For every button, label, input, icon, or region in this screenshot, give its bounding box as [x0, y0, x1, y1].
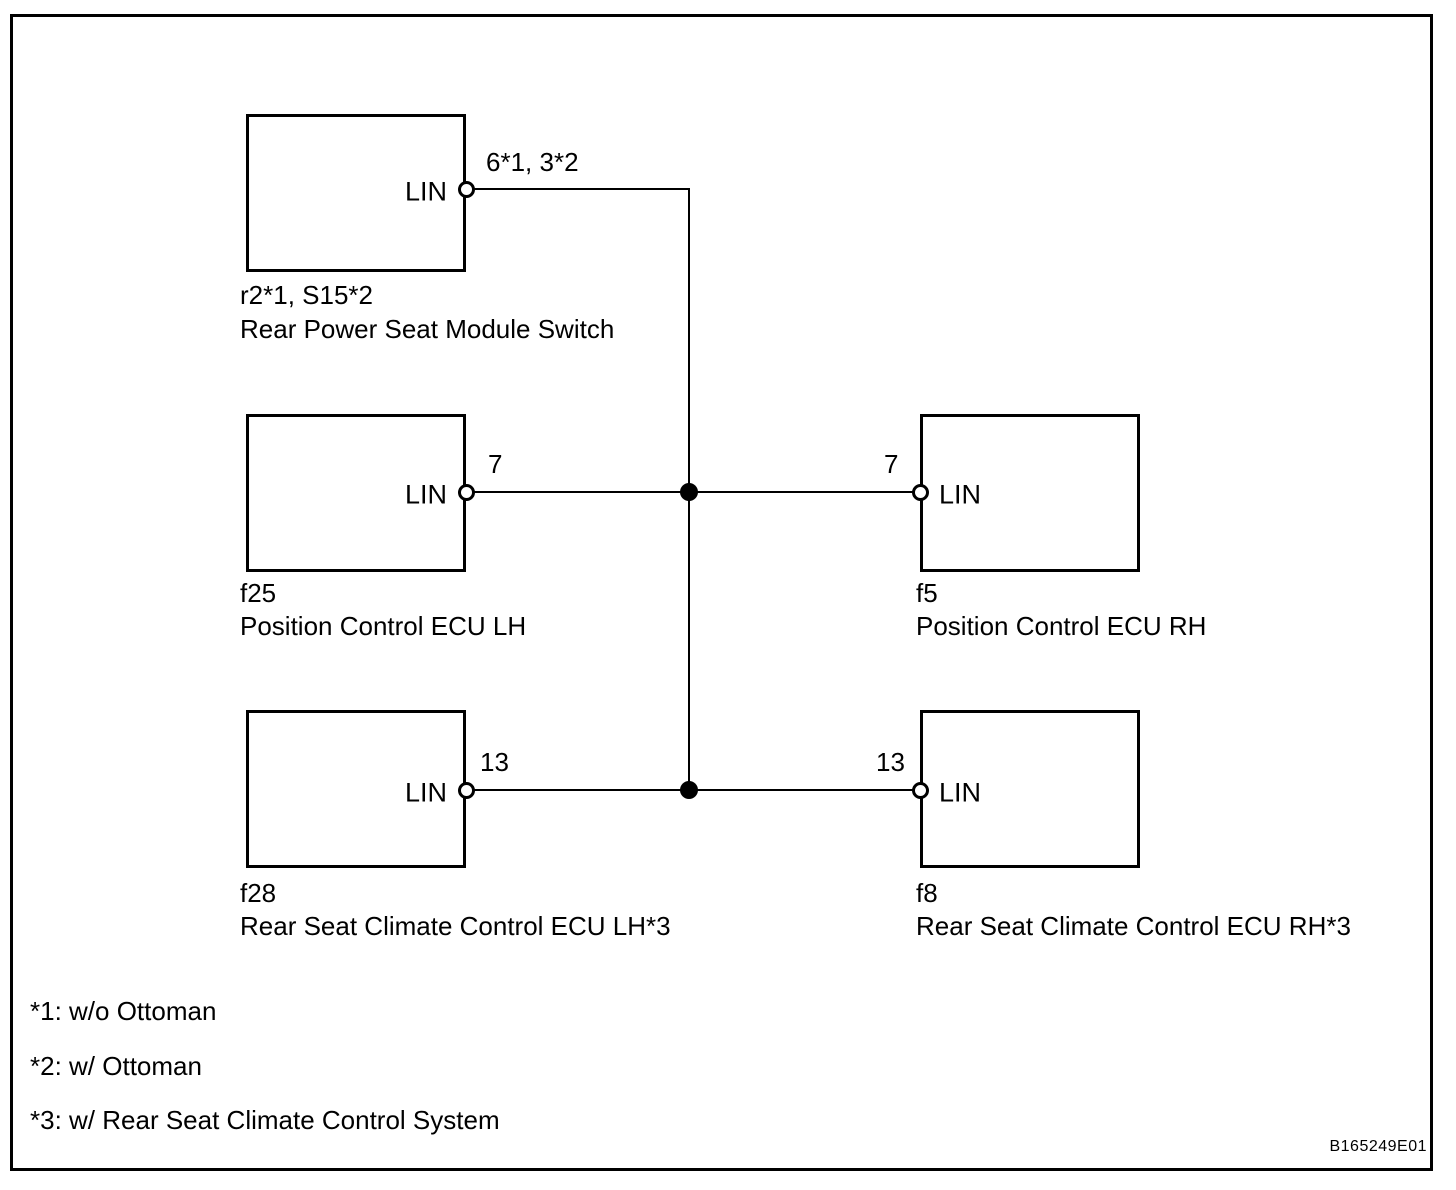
pin-label: 13 [480, 747, 509, 777]
footnote-2: *2: w/ Ottoman [30, 1051, 202, 1081]
module-name: Rear Seat Climate Control ECU RH*3 [916, 911, 1351, 941]
connector-node [458, 484, 475, 501]
footnote-1: *1: w/o Ottoman [30, 996, 217, 1026]
port-label-lin: LIN [404, 777, 447, 808]
module-id: f8 [916, 878, 938, 908]
junction-dot-middle [680, 483, 698, 501]
connector-node [458, 181, 475, 198]
port-label-lin: LIN [404, 176, 447, 207]
module-box-rear-seat-climate-control-ecu-lh: LIN [246, 710, 466, 868]
port-label-lin: LIN [939, 777, 982, 808]
module-box-position-control-ecu-lh: LIN [246, 414, 466, 572]
module-name: Rear Seat Climate Control ECU LH*3 [240, 911, 671, 941]
port-label-lin: LIN [404, 479, 447, 510]
junction-dot-bottom [680, 781, 698, 799]
port-label-lin: LIN [939, 479, 982, 510]
pin-label: 7 [488, 449, 503, 479]
connector-node [912, 484, 929, 501]
connector-node [458, 782, 475, 799]
module-box-rear-power-seat-module-switch: LIN [246, 114, 466, 272]
figure-code: B165249E01 [1329, 1138, 1427, 1155]
module-name: Position Control ECU RH [916, 611, 1207, 641]
pin-label: 7 [884, 449, 899, 479]
pin-label: 13 [876, 747, 905, 777]
module-id: f5 [916, 578, 938, 608]
module-name: Position Control ECU LH [240, 611, 527, 641]
footnote-3: *3: w/ Rear Seat Climate Control System [30, 1105, 500, 1135]
diagram-border [10, 14, 1433, 1171]
module-box-rear-seat-climate-control-ecu-rh: LIN [920, 710, 1140, 868]
module-id: r2*1, S15*2 [240, 280, 373, 310]
module-id: f28 [240, 878, 277, 908]
connector-node [912, 782, 929, 799]
module-box-position-control-ecu-rh: LIN [920, 414, 1140, 572]
module-id: f25 [240, 578, 277, 608]
wire-switch-to-bus [466, 188, 689, 190]
module-name: Rear Power Seat Module Switch [240, 314, 615, 344]
pin-label: 6*1, 3*2 [486, 147, 579, 177]
